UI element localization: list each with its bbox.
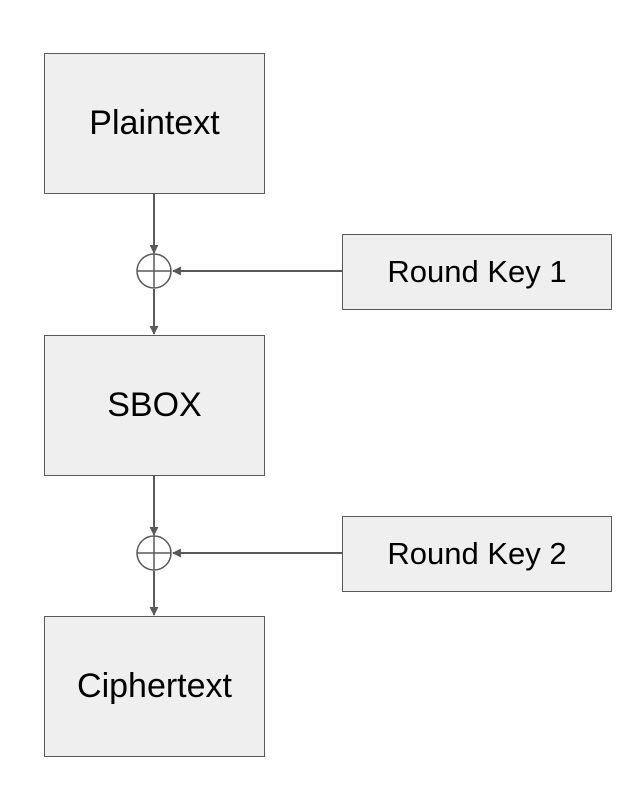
round-key-1-box: Round Key 1 bbox=[342, 234, 612, 310]
sbox-box: SBOX bbox=[44, 335, 265, 476]
sbox-label: SBOX bbox=[107, 386, 202, 424]
round-key-2-label: Round Key 2 bbox=[387, 536, 567, 571]
plaintext-label: Plaintext bbox=[89, 104, 220, 142]
plaintext-box: Plaintext bbox=[44, 53, 265, 194]
xor-icon bbox=[136, 253, 172, 289]
round-key-1-label: Round Key 1 bbox=[387, 254, 567, 289]
ciphertext-box: Ciphertext bbox=[44, 616, 265, 757]
xor-icon bbox=[136, 535, 172, 571]
round-key-2-box: Round Key 2 bbox=[342, 516, 612, 592]
ciphertext-label: Ciphertext bbox=[77, 667, 232, 705]
